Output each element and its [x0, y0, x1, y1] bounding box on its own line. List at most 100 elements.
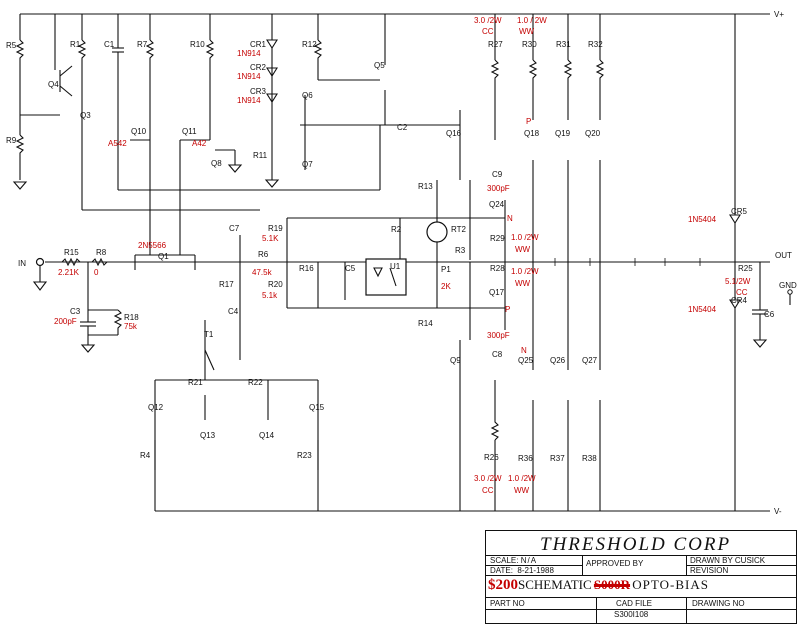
label-ground: GND — [779, 281, 797, 290]
label-q25: Q25 — [518, 356, 534, 365]
value-q25-type: N — [521, 346, 527, 355]
label-r10: R10 — [190, 40, 205, 49]
label-q19: Q19 — [555, 129, 571, 138]
value-r26-type: CC — [482, 486, 494, 495]
value-q11: A42 — [192, 139, 207, 148]
label-cr1: CR1 — [250, 40, 267, 49]
label-vplus: V+ — [774, 10, 784, 19]
label-q26: Q26 — [550, 356, 566, 365]
label-r5: R5 — [6, 41, 17, 50]
label-cr3: CR3 — [250, 87, 267, 96]
label-q17: Q17 — [489, 288, 505, 297]
label-cr4: CR4 — [731, 296, 748, 305]
label-r25: R25 — [738, 264, 753, 273]
value-r19: 5.1K — [262, 234, 279, 243]
value-r28-rating: 1.0 /2W — [511, 267, 539, 276]
label-r20: R20 — [268, 280, 283, 289]
label-t1: T1 — [204, 330, 214, 339]
label-q6: Q6 — [302, 91, 313, 100]
value-c8: 300pF — [487, 331, 510, 340]
value-p1: 2K — [441, 282, 451, 291]
value-annotations: 1N914 1N914 1N914 3.0 /2W CC 1.0 / 2W WW… — [54, 16, 751, 495]
label-q7: Q7 — [302, 160, 313, 169]
label-r3: R3 — [455, 246, 466, 255]
opto-bias — [239, 180, 505, 360]
label-cr2: CR2 — [250, 63, 267, 72]
value-r25-rating: 5.1/2W — [725, 277, 751, 286]
label-q20: Q20 — [585, 129, 601, 138]
label-r32: R32 — [588, 40, 603, 49]
label-r15: R15 — [64, 248, 79, 257]
label-vminus: V- — [774, 507, 782, 516]
label-c6: C6 — [764, 310, 775, 319]
label-c1: C1 — [104, 40, 115, 49]
label-r13: R13 — [418, 182, 433, 191]
value-r30-rating: 1.0 / 2W — [517, 16, 547, 25]
label-q8: Q8 — [211, 159, 222, 168]
label-q11: Q11 — [182, 127, 197, 136]
part-no-label: PART NO — [490, 599, 525, 608]
label-r4: R4 — [140, 451, 151, 460]
value-q18-type: P — [526, 117, 531, 126]
label-r7: R7 — [137, 40, 148, 49]
value-r28-type: WW — [515, 279, 531, 288]
label-c3: C3 — [70, 307, 81, 316]
label-q10: Q10 — [131, 127, 147, 136]
vas-stage — [264, 14, 460, 190]
scale-label: SCALE: N/A — [490, 556, 538, 565]
diff-pair — [130, 14, 243, 245]
label-r11: R11 — [253, 151, 268, 160]
label-r9: R9 — [6, 136, 17, 145]
label-c4: C4 — [228, 307, 239, 316]
label-input: IN — [18, 259, 26, 268]
label-p1: P1 — [441, 265, 451, 274]
value-r36-rating: 1.0 /2W — [508, 474, 536, 483]
value-cr1: 1N914 — [237, 49, 261, 58]
label-r14: R14 — [418, 319, 433, 328]
label-q18: Q18 — [524, 129, 540, 138]
value-r15: 2.21K — [58, 268, 80, 277]
input-stage — [32, 245, 196, 353]
component-labels: R5 R1 C1 R7 R10 R12 Q5 R27 R30 R31 R32 Q… — [6, 40, 775, 463]
label-q5: Q5 — [374, 61, 385, 70]
company-name: THRESHOLD CORP — [540, 534, 732, 555]
label-r21: R21 — [188, 378, 203, 387]
label-r26: R26 — [484, 453, 499, 462]
value-q1: 2N5566 — [138, 241, 167, 250]
value-r27-type: CC — [482, 27, 494, 36]
value-r27-rating: 3.0 /2W — [474, 16, 502, 25]
value-q17-type: P — [505, 305, 510, 314]
date-label: DATE: 8-21-1988 — [490, 566, 554, 575]
value-r8: 0 — [94, 268, 99, 277]
label-q3: Q3 — [80, 111, 91, 120]
label-r36: R36 — [518, 454, 533, 463]
label-r17: R17 — [219, 280, 234, 289]
label-r19: R19 — [268, 224, 283, 233]
label-c2: C2 — [397, 123, 408, 132]
value-r36-type: WW — [514, 486, 530, 495]
value-cr5: 1N5404 — [688, 215, 717, 224]
label-r2: R2 — [391, 225, 402, 234]
label-r12: R12 — [302, 40, 317, 49]
label-r23: R23 — [297, 451, 312, 460]
supply-rails — [20, 13, 770, 512]
value-cr3: 1N914 — [237, 96, 261, 105]
value-cr2: 1N914 — [237, 72, 261, 81]
cad-file-label: CAD FILE — [616, 599, 653, 608]
value-r6: 47.5k — [252, 268, 273, 277]
label-r28: R28 — [490, 264, 505, 273]
label-r29: R29 — [490, 234, 505, 243]
label-r1: R1 — [70, 40, 81, 49]
label-q27: Q27 — [582, 356, 598, 365]
value-r30-type: WW — [519, 27, 535, 36]
drawn-by-label: DRAWN BY CUSICK — [690, 556, 766, 565]
current-source-left — [12, 14, 380, 211]
price-annotation: $200 — [488, 577, 518, 593]
label-r16: R16 — [299, 264, 314, 273]
label-q9: Q9 — [450, 356, 461, 365]
label-output: OUT — [775, 251, 792, 260]
label-q4: Q4 — [48, 80, 59, 89]
title-block: THRESHOLD CORP SCALE: N/A DATE: 8-21-198… — [485, 530, 797, 624]
output-stage — [528, 14, 793, 511]
value-r20: 5.1k — [262, 291, 278, 300]
